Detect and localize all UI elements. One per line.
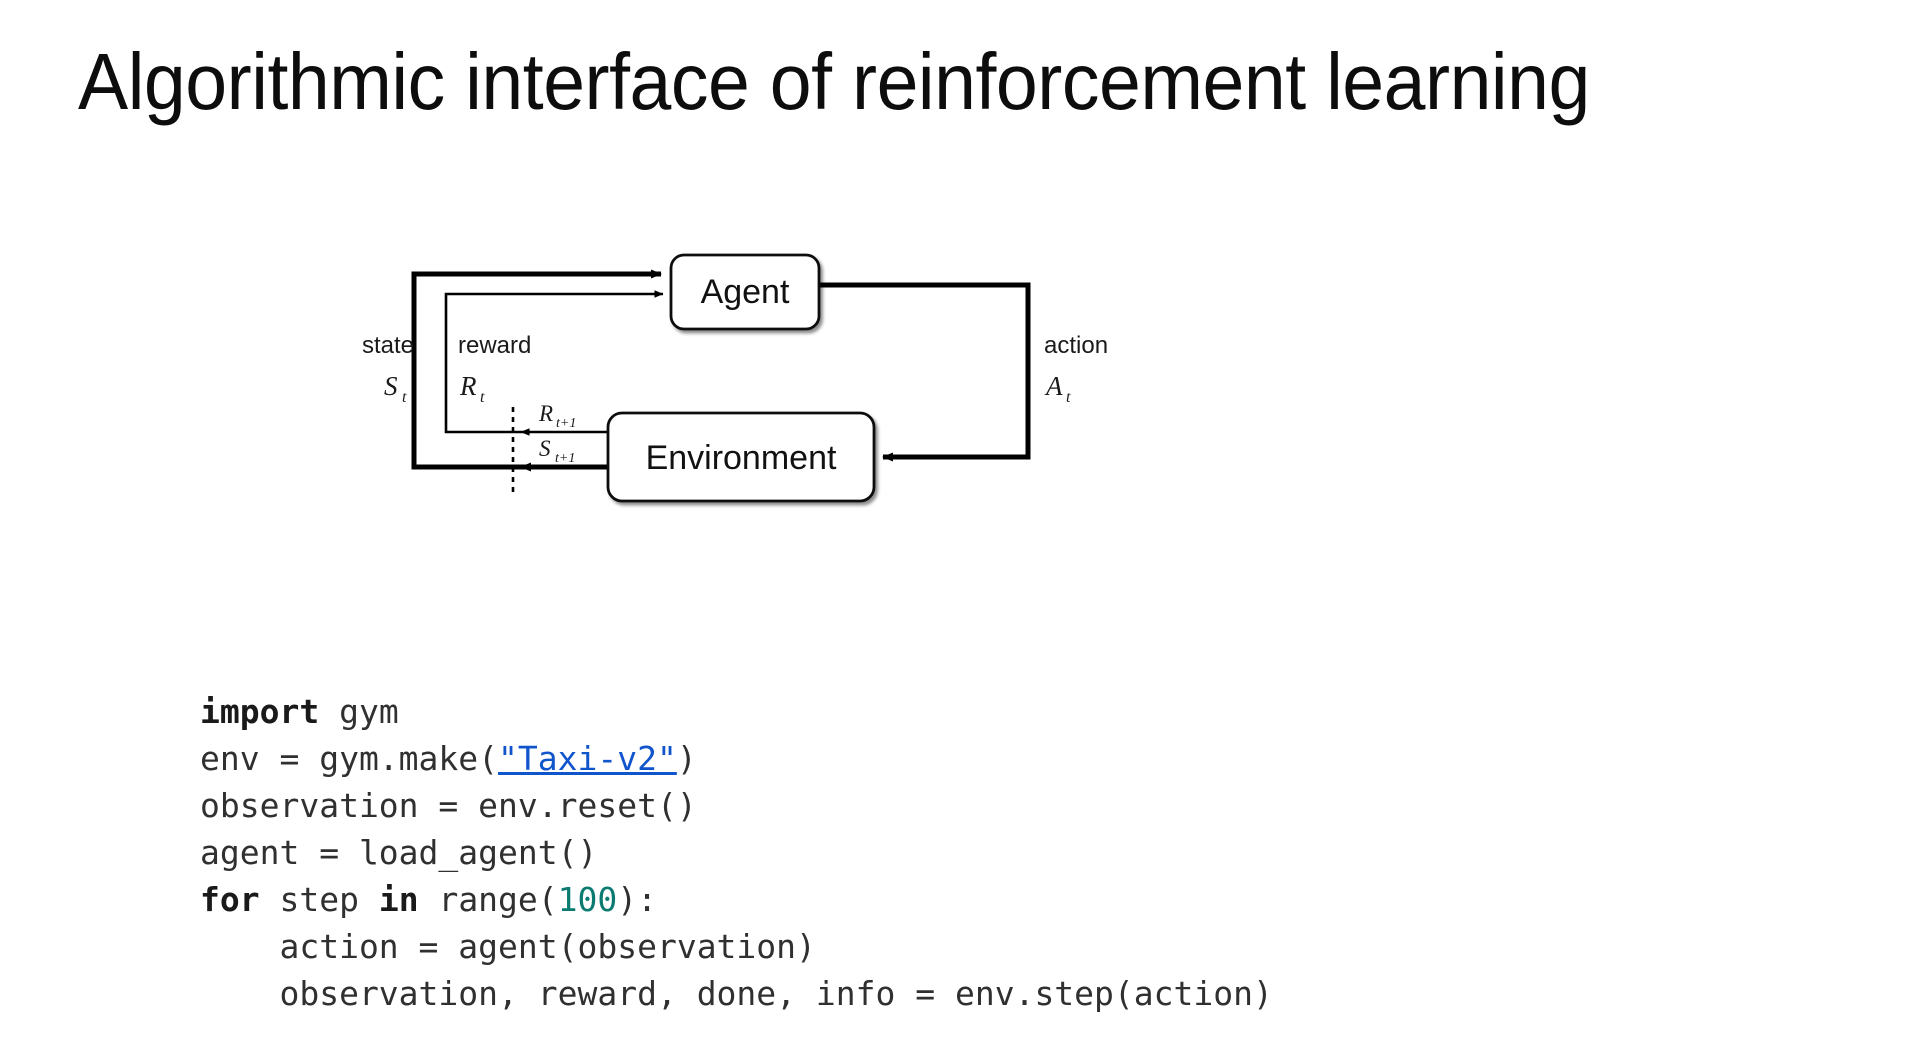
- code-text: agent = load_agent(): [200, 833, 598, 872]
- code-text: step: [259, 880, 379, 919]
- code-keyword: for: [200, 880, 260, 919]
- reward-label: reward R t: [458, 332, 531, 406]
- state-label-symbol: S: [384, 371, 398, 401]
- next-state-subscript: t+1: [555, 451, 575, 466]
- action-arrow-path: [818, 282, 1031, 462]
- action-label-word: action: [1044, 332, 1108, 359]
- diagram-canvas: Agent Environment state S t reward R t a…: [362, 253, 1108, 503]
- state-label-subscript: t: [402, 389, 407, 406]
- next-reward-label: R t+1: [538, 401, 576, 431]
- code-text: observation = env.reset(): [200, 786, 697, 825]
- code-keyword: in: [378, 880, 419, 919]
- state-label-word: state: [362, 332, 414, 359]
- reward-label-word: reward: [458, 332, 531, 359]
- code-line: env = gym.make("Taxi-v2"): [200, 735, 1273, 782]
- reward-arrow-path: [444, 290, 664, 434]
- action-label-symbol: A: [1044, 371, 1063, 401]
- code-env-id-link[interactable]: "Taxi-v2": [498, 739, 677, 778]
- next-state-symbol: S: [539, 436, 551, 461]
- code-line: observation = env.reset(): [200, 782, 1273, 829]
- code-line: observation, reward, done, info = env.st…: [200, 970, 1273, 1017]
- state-label: state S t: [362, 332, 414, 406]
- action-label: action A t: [1044, 332, 1108, 406]
- state-arrow-path: [411, 269, 662, 470]
- code-line: action = agent(observation): [200, 923, 1273, 970]
- agent-box: Agent: [669, 253, 821, 331]
- code-keyword: import: [200, 692, 320, 731]
- next-reward-subscript: t+1: [556, 416, 576, 431]
- code-number: 100: [557, 880, 618, 919]
- code-text: ): [676, 739, 697, 778]
- rl-interaction-diagram: Agent Environment state S t reward R t a…: [362, 253, 1200, 555]
- page-title: Algorithmic interface of reinforcement l…: [78, 37, 1590, 126]
- reward-label-symbol: R: [459, 371, 477, 401]
- agent-box-label: Agent: [701, 273, 790, 311]
- code-line: agent = load_agent(): [200, 829, 1273, 876]
- code-text: gym: [319, 692, 399, 731]
- code-text: observation, reward, done, info = env.st…: [200, 974, 1273, 1013]
- action-label-subscript: t: [1066, 389, 1071, 406]
- reward-label-subscript: t: [480, 389, 485, 406]
- environment-box-label: Environment: [646, 439, 837, 477]
- next-reward-symbol: R: [538, 401, 553, 426]
- code-line: import gym: [200, 688, 1273, 735]
- environment-box: Environment: [606, 411, 876, 503]
- code-text: range(: [418, 880, 558, 919]
- code-line: for step in range(100):: [200, 876, 1273, 923]
- code-text: env = gym.make(: [200, 739, 499, 778]
- next-state-label: S t+1: [539, 436, 575, 466]
- code-text: action = agent(observation): [200, 927, 816, 966]
- code-text: ):: [617, 880, 658, 919]
